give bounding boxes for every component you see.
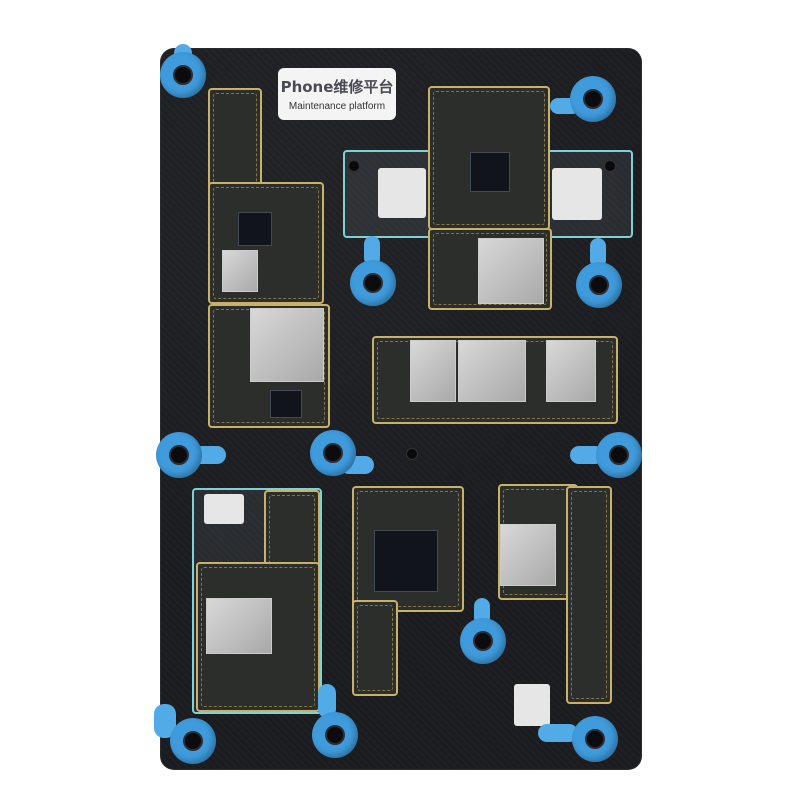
screw-icon xyxy=(583,89,603,109)
chip xyxy=(238,212,272,246)
clamp-top-right[interactable] xyxy=(550,76,616,122)
clamp-right-middle[interactable] xyxy=(570,432,642,478)
clamp-bottom-right[interactable] xyxy=(538,716,618,762)
chip xyxy=(270,390,302,418)
screw-icon xyxy=(169,445,189,465)
holder-slot xyxy=(514,684,550,726)
mounting-hole xyxy=(348,160,360,172)
shield-plate xyxy=(546,340,596,402)
holder-slot xyxy=(204,494,244,524)
shield-plate xyxy=(250,308,324,382)
sim-reader xyxy=(478,238,544,304)
clamp-bottom-left[interactable] xyxy=(154,704,216,764)
shield-plate xyxy=(222,250,258,292)
screw-icon xyxy=(363,273,383,293)
mounting-hole xyxy=(406,448,418,460)
screw-icon xyxy=(473,631,493,651)
shield-plate xyxy=(206,598,272,654)
clamp-center-middle[interactable] xyxy=(310,430,374,476)
clamp-mid-left-top[interactable] xyxy=(350,236,396,306)
platform-label-subtitle: Maintenance platform xyxy=(288,101,386,112)
screw-icon xyxy=(325,725,345,745)
chip xyxy=(470,152,510,192)
clamp-left-middle[interactable] xyxy=(156,432,226,478)
screw-icon xyxy=(589,275,609,295)
platform-label: Phone维修平台 Maintenance platform xyxy=(278,68,396,120)
chip xyxy=(374,530,438,592)
shield-plate xyxy=(500,524,556,586)
clamp-mid-right-top[interactable] xyxy=(576,238,622,308)
logic-board-bottom-middle-lower xyxy=(352,600,398,696)
clamp-lower-center[interactable] xyxy=(460,598,506,664)
screw-icon xyxy=(323,443,343,463)
screw-icon xyxy=(173,65,193,85)
mounting-hole xyxy=(604,160,616,172)
screw-icon xyxy=(609,445,629,465)
holder-slot xyxy=(552,168,602,220)
logic-board-bottom-right-strip xyxy=(566,486,612,704)
clamp-top-left[interactable] xyxy=(160,44,206,98)
shield-plate xyxy=(458,340,526,402)
screw-icon xyxy=(183,731,203,751)
holder-slot xyxy=(378,168,426,218)
clamp-bottom-mid[interactable] xyxy=(312,684,358,758)
screw-icon xyxy=(585,729,605,749)
shield-plate xyxy=(410,340,456,402)
platform-label-title: Phone维修平台 xyxy=(280,78,394,96)
